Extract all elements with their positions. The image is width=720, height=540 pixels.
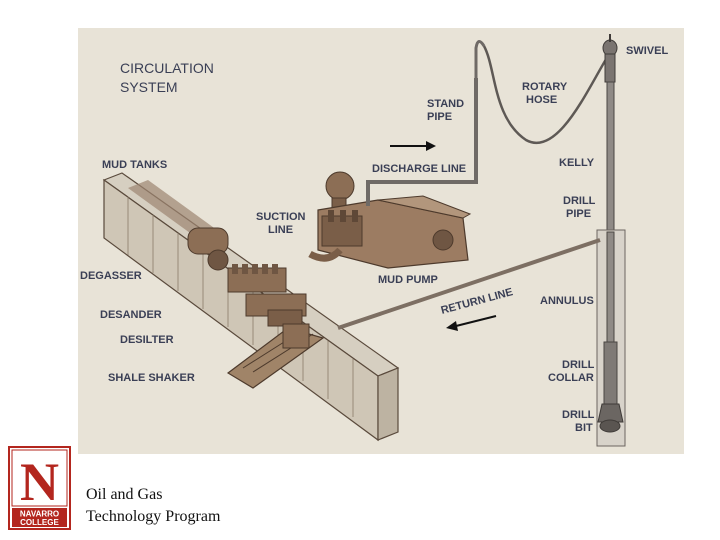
stand-pipe: [474, 40, 486, 182]
degasser-unit: [187, 227, 229, 271]
diagram-title-line2: SYSTEM: [120, 79, 178, 95]
label-drill-collar-2: COLLAR: [548, 372, 594, 384]
discharge-flow-arrow: [390, 141, 436, 151]
navarro-college-logo: N NAVARRO COLLEGE: [8, 446, 71, 530]
shale-shaker: [226, 323, 325, 389]
program-name-line1: Oil and Gas: [86, 486, 163, 503]
drill-bit: [597, 403, 624, 433]
mud-pump: [317, 171, 472, 269]
desilter-unit: [245, 293, 307, 327]
rotary-hose: [482, 45, 610, 144]
label-mud-pump: MUD PUMP: [378, 274, 438, 286]
suction-line: [308, 247, 343, 262]
desander-unit: [227, 264, 287, 293]
label-stand-pipe-2: PIPE: [427, 111, 452, 123]
label-drill-pipe-2: PIPE: [566, 208, 591, 220]
return-flow-arrow: [446, 315, 497, 331]
label-drill-bit-2: BIT: [575, 422, 593, 434]
label-stand-pipe-1: STAND: [427, 98, 464, 110]
label-annulus: ANNULUS: [540, 295, 594, 307]
label-suction-line-2: LINE: [268, 224, 293, 236]
label-mud-tanks: MUD TANKS: [102, 159, 167, 171]
label-drill-bit-1: DRILL: [562, 409, 595, 421]
return-line: [337, 238, 601, 330]
logo-letter: N: [20, 452, 59, 512]
diagram-title-line1: CIRCULATION: [120, 60, 214, 76]
label-suction-line-1: SUCTION: [256, 211, 306, 223]
label-desander: DESANDER: [100, 309, 162, 321]
label-drill-collar-1: DRILL: [562, 359, 595, 371]
program-name-line2: Technology Program: [86, 508, 221, 525]
circulation-system-diagram: CIRCULATION SYSTEM: [78, 28, 684, 454]
label-drill-pipe-1: DRILL: [563, 195, 596, 207]
label-discharge-line: DISCHARGE LINE: [372, 163, 466, 175]
label-degasser: DEGASSER: [80, 270, 142, 282]
swivel: [602, 34, 618, 83]
program-name: Oil and Gas Technology Program: [86, 484, 220, 528]
label-rotary-hose-1: ROTARY: [522, 81, 568, 93]
logo-line1: NAVARRO: [20, 510, 59, 519]
logo-line2: COLLEGE: [20, 518, 59, 527]
label-shale-shaker: SHALE SHAKER: [108, 372, 195, 384]
drill-pipe: [606, 231, 615, 343]
label-rotary-hose-2: HOSE: [526, 94, 557, 106]
label-swivel: SWIVEL: [626, 45, 668, 57]
drill-collar: [603, 341, 618, 405]
label-desilter: DESILTER: [120, 334, 174, 346]
kelly: [606, 81, 615, 233]
label-kelly: KELLY: [559, 157, 595, 169]
